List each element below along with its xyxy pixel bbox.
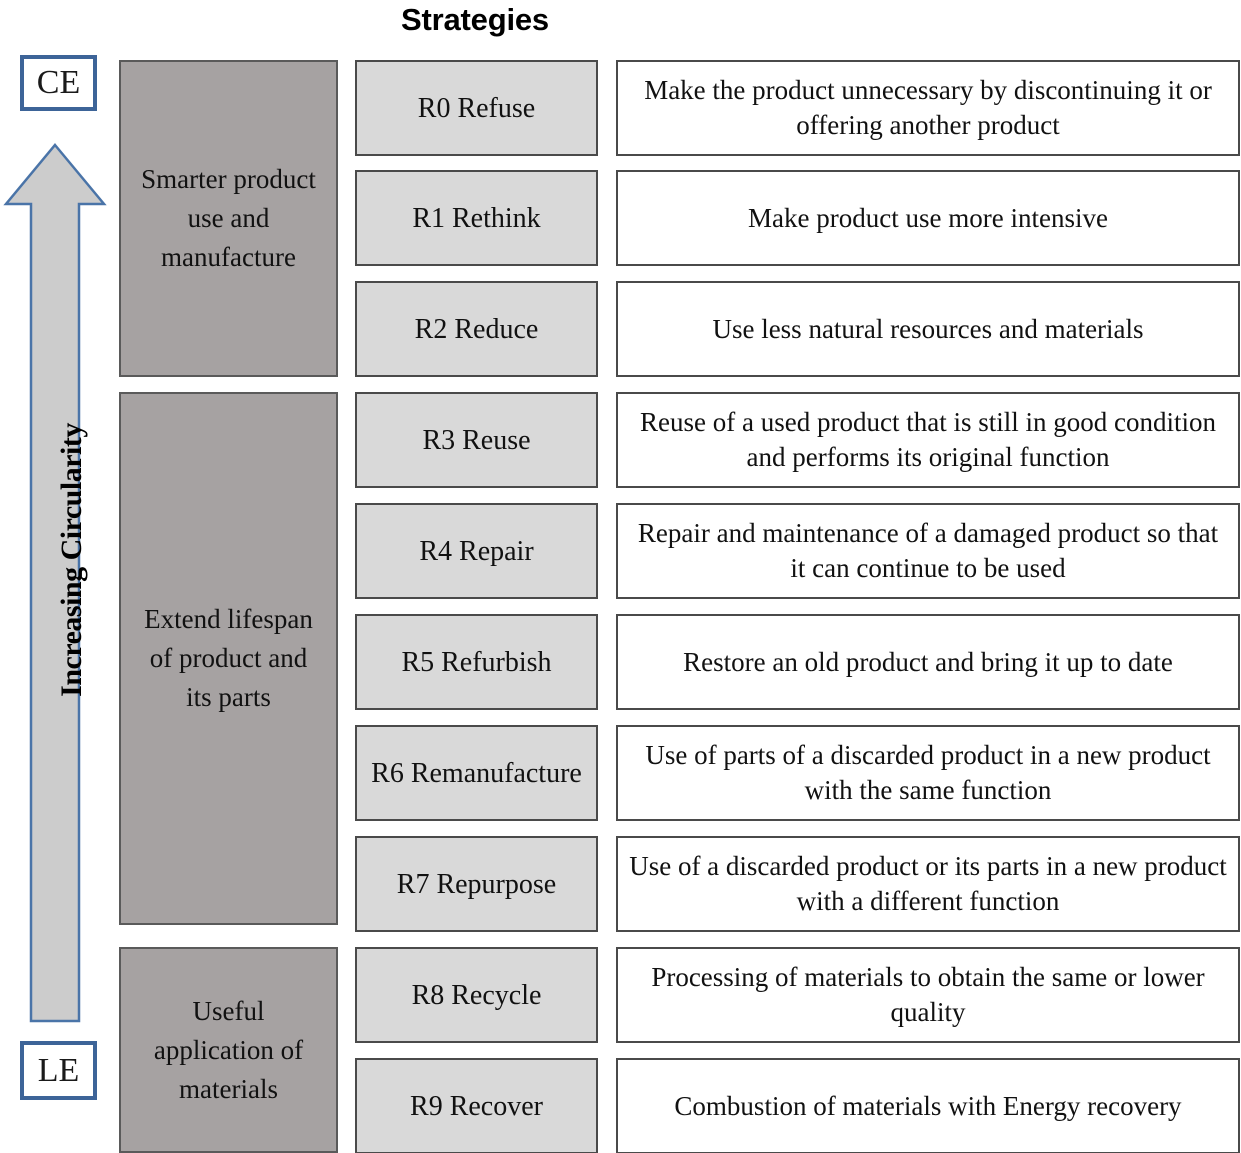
description-box-r9: Combustion of materials with Energy reco… <box>616 1058 1240 1153</box>
strategy-box-r2[interactable]: R2 Reduce <box>355 281 598 377</box>
arrow-label: Increasing Circularity <box>55 423 88 697</box>
group-box-useful-application: Useful application of materials <box>119 947 338 1153</box>
description-box-r3: Reuse of a used product that is still in… <box>616 392 1240 488</box>
group-box-extend-lifespan: Extend lifespan of product and its parts <box>119 392 338 925</box>
description-box-r0: Make the product unnecessary by disconti… <box>616 60 1240 156</box>
group-box-smarter-product-use: Smarter product use and manufacture <box>119 60 338 377</box>
description-box-r8: Processing of materials to obtain the sa… <box>616 947 1240 1043</box>
ce-badge: CE <box>20 55 97 111</box>
increasing-circularity-arrow-icon <box>3 142 107 1024</box>
description-box-r1: Make product use more intensive <box>616 170 1240 266</box>
description-box-r4: Repair and maintenance of a damaged prod… <box>616 503 1240 599</box>
page-title: Strategies <box>401 2 549 37</box>
le-badge: LE <box>20 1041 97 1100</box>
strategy-box-r9[interactable]: R9 Recover <box>355 1058 598 1153</box>
strategy-box-r1[interactable]: R1 Rethink <box>355 170 598 266</box>
strategy-box-r3[interactable]: R3 Reuse <box>355 392 598 488</box>
strategy-box-r5[interactable]: R5 Refurbish <box>355 614 598 710</box>
strategy-box-r8[interactable]: R8 Recycle <box>355 947 598 1043</box>
description-box-r5: Restore an old product and bring it up t… <box>616 614 1240 710</box>
strategy-box-r0[interactable]: R0 Refuse <box>355 60 598 156</box>
description-box-r7: Use of a discarded product or its parts … <box>616 836 1240 932</box>
strategy-box-r6[interactable]: R6 Remanufacture <box>355 725 598 821</box>
strategy-box-r4[interactable]: R4 Repair <box>355 503 598 599</box>
description-box-r6: Use of parts of a discarded product in a… <box>616 725 1240 821</box>
description-box-r2: Use less natural resources and materials <box>616 281 1240 377</box>
strategy-box-r7[interactable]: R7 Repurpose <box>355 836 598 932</box>
